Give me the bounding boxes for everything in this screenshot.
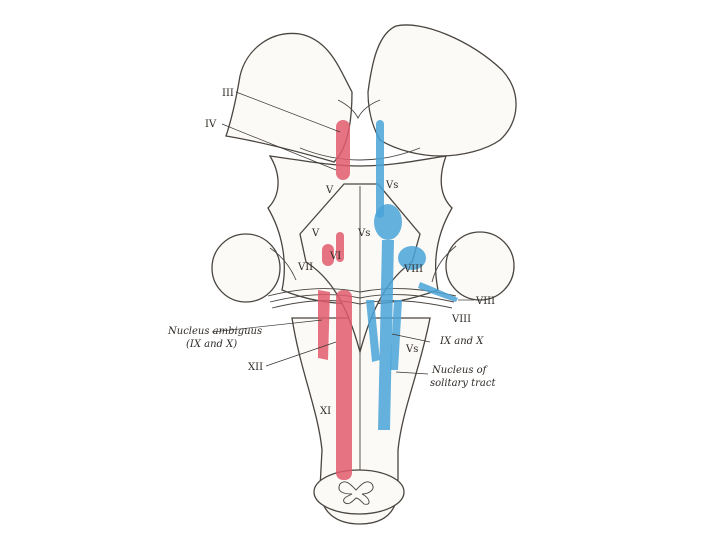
striae-line-2 — [269, 294, 455, 303]
label-viii-inner: VIII — [403, 264, 423, 275]
nucleus-ambiguus-red — [318, 290, 330, 360]
spinal-cord-section — [313, 469, 405, 515]
motor-v-nucleus-red — [322, 244, 334, 266]
label-ix-and-x: IX and X — [439, 336, 484, 347]
left-cerebral-peduncle — [225, 32, 353, 163]
label-nucleus-of: Nucleus of — [431, 365, 489, 376]
label-viii-lower: VIII — [451, 314, 471, 325]
label-v-lower: V — [311, 228, 320, 239]
label-xii: XII — [248, 362, 263, 373]
vestibular-nucleus-blue — [398, 246, 426, 270]
grey-matter-butterfly — [338, 481, 374, 505]
label-viii-outer: VIII — [475, 296, 495, 307]
label-vii: VII — [297, 262, 313, 273]
oculomotor-nucleus-red — [336, 120, 350, 180]
label-nucleus-ambiguus-sub: (IX and X) — [186, 339, 237, 350]
label-vs-lower: Vs — [405, 344, 418, 355]
left-peduncle-joint — [269, 247, 297, 281]
hypoglossal-column-red — [336, 290, 352, 480]
label-vs-upper: Vs — [385, 180, 398, 191]
mesencephalic-v-blue — [376, 120, 384, 218]
right-cerebellar-peduncle — [445, 231, 515, 301]
striae-line-3 — [271, 300, 453, 309]
spinal-v-tract-blue — [378, 240, 394, 430]
label-v-left: V — [325, 185, 334, 196]
cochlear-strand-blue — [418, 282, 458, 302]
sensory-v-nucleus-blue — [374, 204, 402, 240]
dorsal-vagal-blue — [366, 300, 380, 362]
abducens-nucleus-red — [336, 232, 344, 262]
label-solitary-tract: solitary tract — [430, 378, 496, 389]
right-peduncle-joint — [431, 245, 457, 283]
right-cerebral-peduncle — [367, 24, 517, 157]
label-vs-middle: Vs — [357, 228, 370, 239]
label-iv: IV — [205, 119, 217, 130]
label-iii: III — [222, 88, 234, 99]
superior-colliculus-band — [299, 147, 421, 161]
label-vi: VI — [329, 251, 341, 262]
labels: III IV V Vs V Vs VI VII VIII VIII VIII N… — [167, 88, 496, 417]
leader-lines — [211, 91, 474, 375]
motor-nuclei — [318, 120, 352, 480]
label-nucleus-ambiguus: Nucleus ambiguus — [167, 326, 262, 337]
left-cerebellar-peduncle — [211, 233, 281, 303]
label-xi: XI — [320, 406, 331, 417]
interpeduncular-fossa — [337, 99, 381, 120]
